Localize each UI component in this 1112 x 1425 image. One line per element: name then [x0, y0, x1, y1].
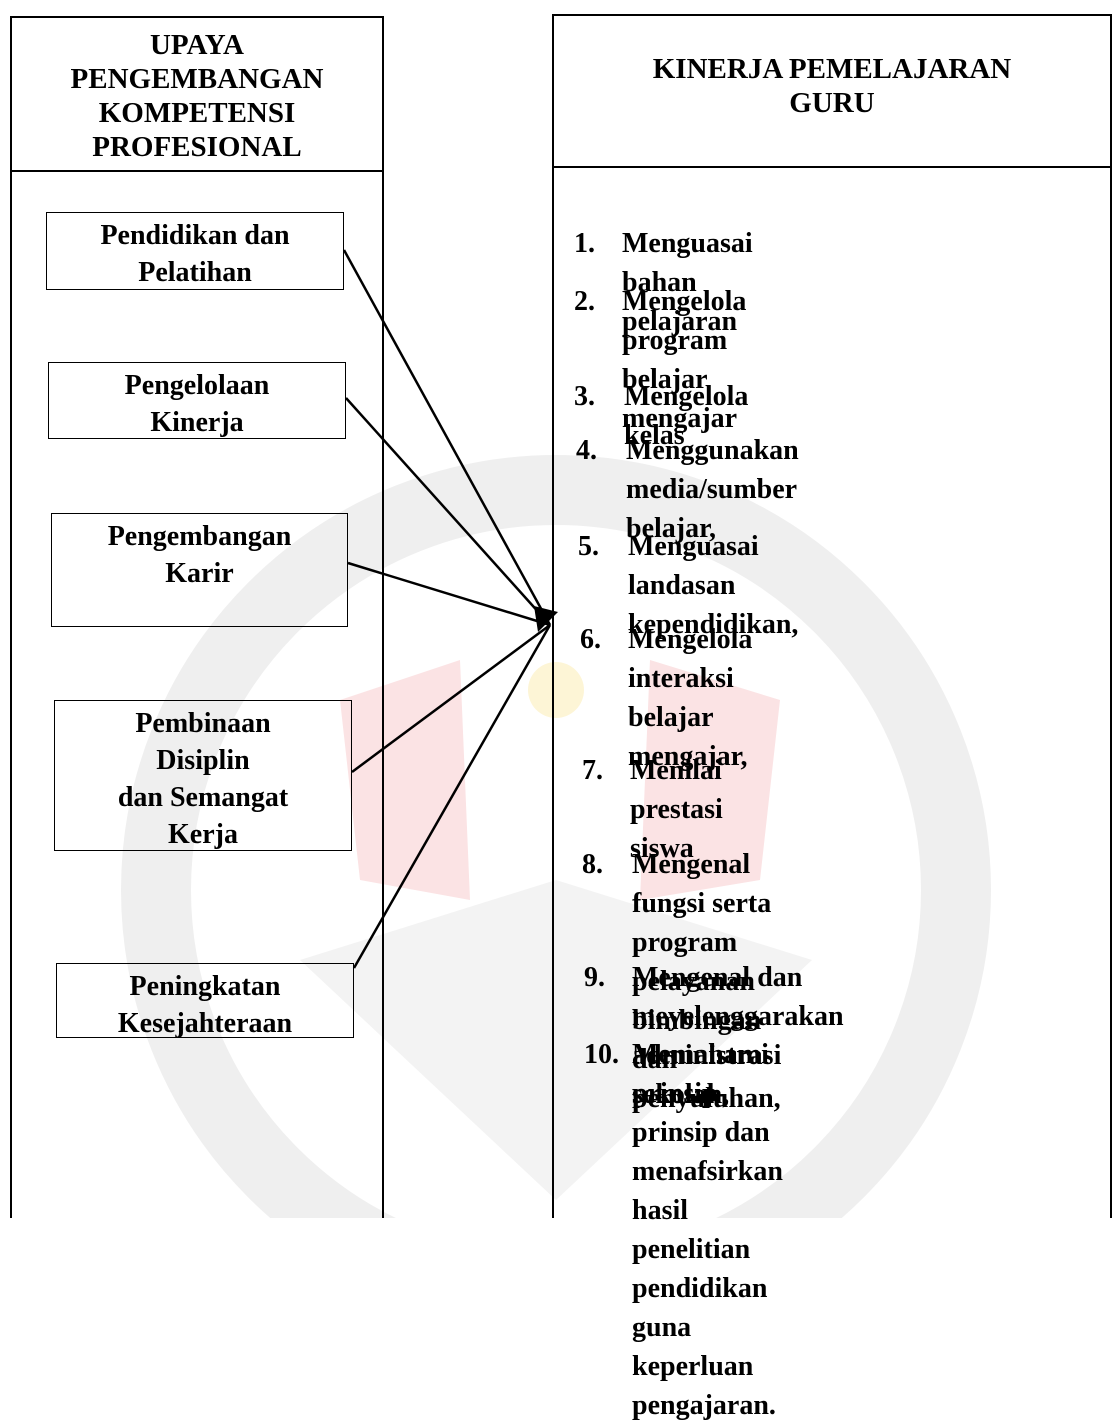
list-item-number: 6. — [580, 624, 601, 655]
watermark-red-shape — [640, 660, 780, 900]
node-peningkatan-kesejahteraan: Peningkatan Kesejahteraan — [56, 963, 354, 1039]
list-item-text: Menilai prestasi siswa — [630, 755, 723, 864]
list-item-text: Mengelola interaksi belajar mengajar, — [628, 624, 753, 772]
left-header-title: UPAYA PENGEMBANGAN KOMPETENSI PROFESIONA… — [70, 29, 324, 163]
list-item-number: 8. — [582, 849, 603, 880]
list-item-number: 4. — [576, 435, 597, 466]
right-header-box: KINERJA PEMELAJARAN GURU — [552, 14, 1112, 168]
node-pengelolaan-kinerja: Pengelolaan Kinerja — [48, 362, 346, 439]
list-item-number: 3. — [574, 381, 595, 412]
list-item-number: 7. — [582, 755, 603, 786]
list-item-number: 2. — [574, 286, 595, 317]
list-item-number: 1. — [574, 228, 595, 259]
list-item-text: Memahami prinsip-prinsip dan menafsirkan… — [632, 1039, 783, 1421]
left-header-box: UPAYA PENGEMBANGAN KOMPETENSI PROFESIONA… — [10, 16, 384, 172]
node-pendidikan-pelatihan: Pendidikan dan Pelatihan — [46, 212, 344, 290]
node-pembinaan-disiplin: Pembinaan Disiplin dan Semangat Kerja — [54, 700, 352, 851]
list-item-text: Mengenal fungsi serta program pelayanan … — [632, 849, 781, 1114]
list-item-number: 5. — [578, 531, 599, 562]
right-header-title: KINERJA PEMELAJARAN GURU — [652, 53, 1012, 119]
right-column — [552, 166, 1112, 1218]
list-item-text: Menguasai landasan kependidikan, — [628, 531, 799, 640]
node-pengembangan-karir: Pengembangan Karir — [51, 513, 348, 627]
list-item-text: Mengenal dan meyelenggarakan administras… — [632, 962, 844, 1110]
list-item-text: Menguasai bahan pelajaran — [622, 228, 753, 337]
left-column — [10, 170, 384, 1218]
watermark-ring — [121, 455, 991, 1218]
list-item-text: Mengelola program belajar mengajar — [622, 286, 747, 434]
list-item-number: 10. — [584, 1039, 619, 1070]
list-item-number: 9. — [584, 962, 605, 993]
list-item-text: Menggunakan media/sumber belajar, — [626, 435, 799, 544]
list-item-text: Mengelola kelas — [624, 381, 749, 451]
